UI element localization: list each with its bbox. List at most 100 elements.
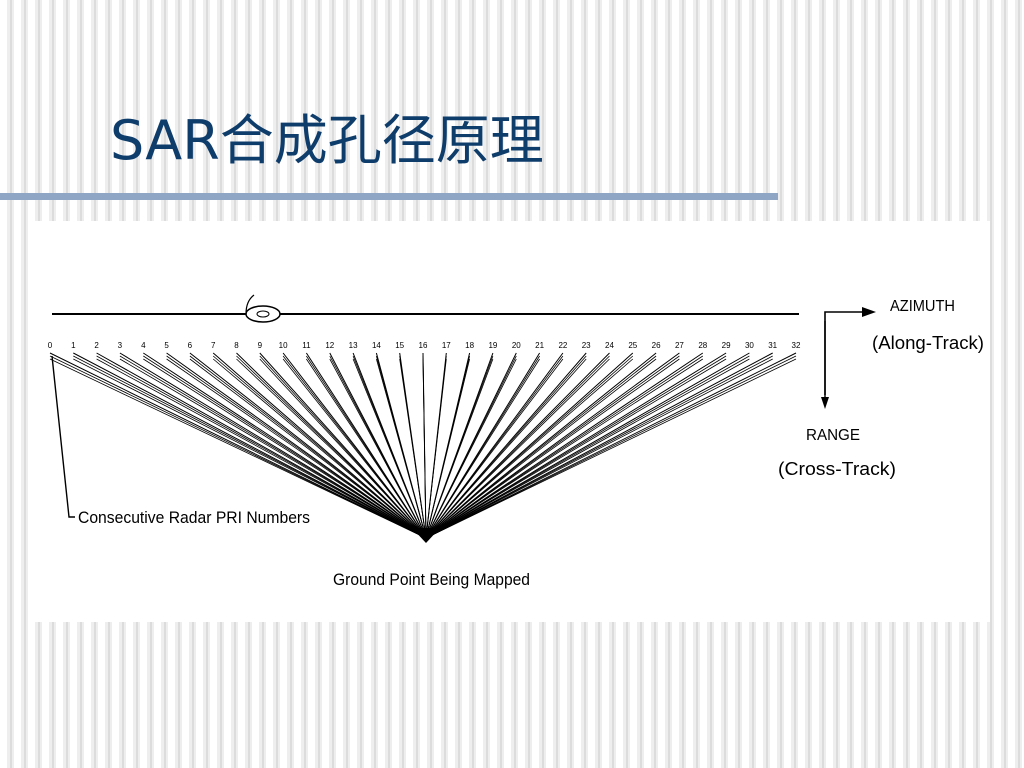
range-line-32 [425, 352, 797, 539]
pri-number-3: 3 [118, 341, 123, 350]
slide-title: SAR合成孔径原理 [110, 109, 544, 172]
range-line-15-echo-2 [399, 358, 427, 539]
pri-number-31: 31 [768, 341, 777, 350]
pri-number-9: 9 [258, 341, 263, 350]
range-line-16-echo-2 [422, 358, 427, 539]
range-line-18-echo-2 [425, 358, 470, 539]
pri-number-5: 5 [164, 341, 169, 350]
pri-number-4: 4 [141, 341, 146, 350]
ground-point-marker [412, 528, 440, 543]
range-line-2-echo-1 [96, 355, 427, 539]
range-line-2 [96, 352, 427, 539]
azimuth-arrowhead [862, 307, 876, 317]
range-line-7-echo-2 [212, 358, 427, 539]
range-line-31-echo-1 [425, 355, 773, 539]
range-line-5 [166, 352, 427, 539]
axis-arrows [821, 307, 876, 409]
range-line-31 [425, 352, 773, 539]
pri-number-15: 15 [395, 341, 404, 350]
pri-number-25: 25 [628, 341, 637, 350]
range-line-28-echo-1 [425, 355, 704, 539]
pri-lines [49, 352, 797, 543]
aircraft-icon [245, 294, 281, 323]
pri-number-29: 29 [722, 341, 731, 350]
range-line-24-echo-2 [425, 358, 610, 539]
range-line-0-echo-2 [49, 358, 427, 539]
range-line-28-echo-2 [425, 358, 704, 539]
range-line-0-echo-1 [49, 355, 427, 539]
pri-number-22: 22 [558, 341, 567, 350]
pri-number-6: 6 [188, 341, 193, 350]
range-line-8-echo-2 [236, 358, 427, 539]
cross-track-label: (Cross-Track) [778, 459, 896, 479]
range-line-27-echo-2 [425, 358, 680, 539]
azimuth-label: AZIMUTH [890, 298, 955, 315]
range-line-13-echo-2 [352, 358, 427, 539]
range-line-1-echo-2 [73, 358, 427, 539]
range-line-1 [73, 352, 427, 539]
pri-number-30: 30 [745, 341, 754, 350]
range-line-4 [143, 352, 427, 539]
range-line-3-echo-2 [119, 358, 427, 539]
range-line-23-echo-2 [425, 358, 587, 539]
azimuth-arrow [824, 311, 870, 395]
range-line-29-echo-1 [425, 355, 727, 539]
pri-number-7: 7 [211, 341, 216, 350]
range-line-10-echo-2 [282, 358, 427, 539]
range-line-6-echo-2 [189, 358, 427, 539]
range-line-3-echo-1 [119, 355, 427, 539]
pri-number-17: 17 [442, 341, 451, 350]
range-line-14-echo-2 [376, 358, 427, 539]
range-line-0 [49, 352, 427, 539]
pri-number-16: 16 [419, 341, 428, 350]
range-line-22-echo-2 [425, 358, 564, 539]
range-line-1-echo-1 [73, 355, 427, 539]
range-line-21-echo-2 [425, 358, 540, 539]
range-line-30 [425, 352, 750, 539]
pri-number-8: 8 [234, 341, 239, 350]
pri-number-13: 13 [349, 341, 358, 350]
range-line-5-echo-2 [166, 358, 427, 539]
range-line-4-echo-2 [143, 358, 427, 539]
along-track-label: (Along-Track) [872, 333, 984, 353]
pri-number-11: 11 [302, 341, 311, 350]
range-line-28 [425, 352, 704, 539]
ground-point-label: Ground Point Being Mapped [333, 570, 530, 589]
range-line-32-echo-1 [425, 355, 797, 539]
pri-number-0: 0 [48, 341, 53, 350]
range-line-32-echo-2 [425, 358, 797, 539]
range-line-3 [119, 352, 427, 539]
pri-number-27: 27 [675, 341, 684, 350]
range-arrowhead [821, 397, 829, 409]
range-line-2-echo-2 [96, 358, 427, 539]
range-line-12-echo-2 [329, 358, 427, 539]
pri-number-18: 18 [465, 341, 474, 350]
pri-number-20: 20 [512, 341, 521, 350]
pri-number-32: 32 [792, 341, 801, 350]
range-line-27 [425, 352, 680, 539]
range-line-29 [425, 352, 727, 539]
range-line-30-echo-1 [425, 355, 750, 539]
pri-number-2: 2 [94, 341, 99, 350]
title-rule [0, 193, 778, 200]
range-line-30-echo-2 [425, 358, 750, 539]
pri-number-26: 26 [652, 341, 661, 350]
range-line-25-echo-2 [425, 358, 634, 539]
pri-number-28: 28 [698, 341, 707, 350]
range-line-9-echo-2 [259, 358, 427, 539]
pri-number-14: 14 [372, 341, 381, 350]
range-line-20-echo-2 [425, 358, 517, 539]
range-line-31-echo-2 [425, 358, 773, 539]
range-label: RANGE [806, 427, 860, 444]
pri-label: Consecutive Radar PRI Numbers [78, 508, 310, 527]
pri-number-10: 10 [279, 341, 288, 350]
range-line-17-echo-2 [425, 358, 447, 539]
pri-number-21: 21 [535, 341, 544, 350]
range-line-27-echo-1 [425, 355, 680, 539]
pri-number-12: 12 [325, 341, 334, 350]
range-line-4-echo-1 [143, 355, 427, 539]
range-line-29-echo-2 [425, 358, 727, 539]
